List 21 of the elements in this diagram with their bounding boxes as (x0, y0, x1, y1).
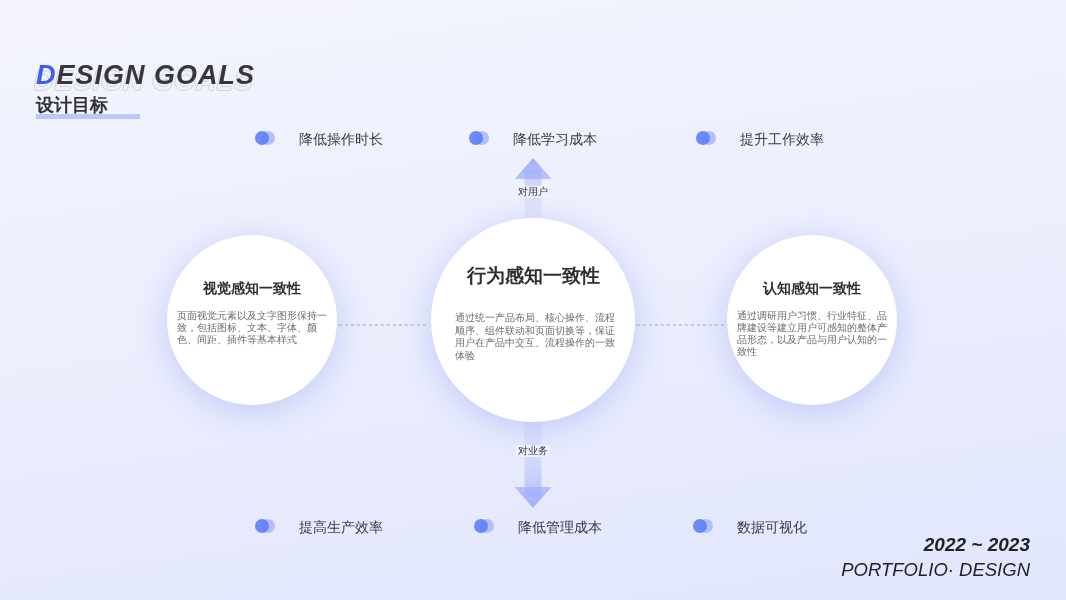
year-range: 2022 ~ 2023 (923, 534, 1030, 556)
goal-text: 降低操作时长 (299, 131, 383, 147)
goal-text: 数据可视化 (737, 519, 807, 535)
footer-text: PORTFOLIO· DESIGN (841, 559, 1030, 581)
block-arrow (514, 422, 552, 508)
block-arrow (514, 158, 552, 218)
dashed-connector (636, 324, 726, 326)
node-title: 行为感知一致性 (465, 265, 601, 285)
edge-label: 对用户 (516, 186, 550, 198)
goal-text: 降低学习成本 (513, 131, 597, 147)
subtitle: 设计目标 (36, 97, 108, 114)
node-title: 认知感知一致性 (761, 281, 862, 295)
goal-text: 降低管理成本 (518, 519, 602, 535)
node-description: 通过统一产品布局、核心操作、流程顺序、组件联动和页面切换等，保证用户在产品中交互、流程操作的一致体验 (455, 312, 616, 363)
goal-text: 提高生产效率 (299, 519, 383, 535)
node-title: 视觉感知一致性 (202, 281, 302, 295)
edge-label: 对业务 (516, 445, 550, 457)
goal-text: 提升工作效率 (740, 131, 824, 147)
node-description: 页面视觉元素以及文字图形保持一致，包括图标、文本、字体、颜色、间距、插件等基本样式 (177, 310, 328, 346)
node-description: 通过调研用户习惯、行业特征、品牌建设等建立用户可感知的整体产品形态，以及产品与用户认知的一致性 (737, 310, 888, 358)
title: DESIGN GOALS (36, 62, 256, 89)
